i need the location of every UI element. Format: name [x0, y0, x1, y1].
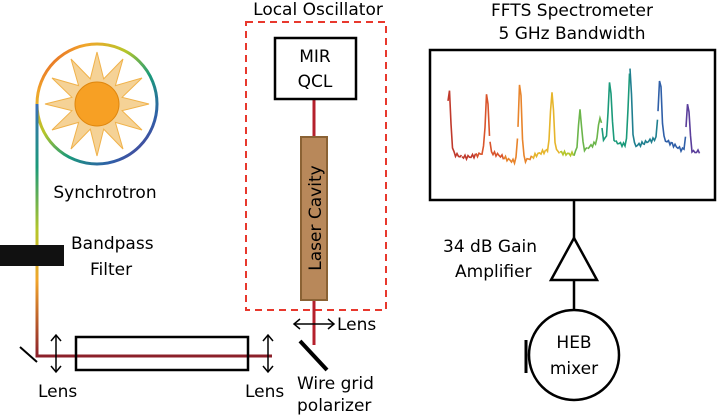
sun-core	[74, 81, 120, 127]
lens-left: Lens	[38, 333, 77, 402]
spectrum-segment	[629, 68, 645, 149]
lens-right: Lens	[245, 333, 284, 402]
ffts-title-1: FFTS Spectrometer	[491, 1, 653, 21]
bandpass-filter-label-2: Filter	[90, 260, 132, 280]
heb-label-1: HEB	[556, 333, 591, 353]
spectrum-segment	[489, 141, 505, 160]
spectrum-segment	[671, 136, 687, 154]
lens-right-label: Lens	[245, 382, 284, 402]
spectrum-segment	[447, 90, 463, 159]
heb-mixer	[527, 308, 621, 402]
laser-cavity	[300, 136, 328, 301]
spectrum-segment	[685, 104, 701, 154]
local-oscillator-box	[245, 21, 387, 311]
lens-lo: Lens	[292, 315, 376, 335]
qcl-label-1: MIR	[299, 47, 331, 67]
beam-tube	[74, 335, 250, 372]
spectrum-segment	[531, 147, 547, 160]
bandpass-filter	[0, 245, 64, 266]
spectrum-segment	[643, 119, 659, 146]
spectrum-segment	[461, 152, 477, 162]
wire-grid-polarizer	[298, 339, 329, 372]
qcl-label-2: QCL	[298, 72, 333, 92]
ffts-box	[428, 48, 717, 202]
mirror-icon	[19, 346, 38, 363]
wire-grid-label-1: Wire grid	[297, 374, 374, 394]
spectrum-plot	[447, 68, 701, 166]
wire-grid-label-2: polarizer	[297, 396, 371, 415]
laser-cavity-label: Laser Cavity	[306, 165, 326, 270]
bandpass-filter-label-1: Bandpass	[71, 234, 154, 254]
spectrum-segment	[559, 149, 575, 158]
spectrum-segment	[545, 92, 561, 154]
amp-label-2: Amplifier	[455, 262, 532, 282]
ffts-title-2: 5 GHz Bandwidth	[498, 24, 645, 44]
synchrotron-fiber	[35, 104, 272, 358]
synchrotron-label: Synchrotron	[53, 183, 156, 203]
qcl-box	[273, 36, 358, 101]
sun-icon	[44, 51, 150, 157]
spectrum-segment	[475, 94, 491, 159]
triangle-icon	[548, 235, 600, 282]
local-oscillator-title: Local Oscillator	[253, 0, 383, 20]
spectrum-segment	[587, 114, 603, 150]
spectrum-segment	[573, 109, 588, 156]
amp-label-1: 34 dB Gain	[443, 237, 537, 257]
lens-left-label: Lens	[38, 382, 77, 402]
spectrum-segment	[657, 80, 673, 147]
spectrum-segment	[601, 82, 616, 143]
synchrotron: Synchrotron	[35, 42, 159, 203]
spectrum-segment	[503, 138, 519, 166]
lens-lo-label: Lens	[337, 315, 376, 335]
spectrum-segment	[615, 73, 631, 149]
spectrum-segment	[517, 84, 533, 165]
heb-label-2: mixer	[550, 359, 598, 379]
